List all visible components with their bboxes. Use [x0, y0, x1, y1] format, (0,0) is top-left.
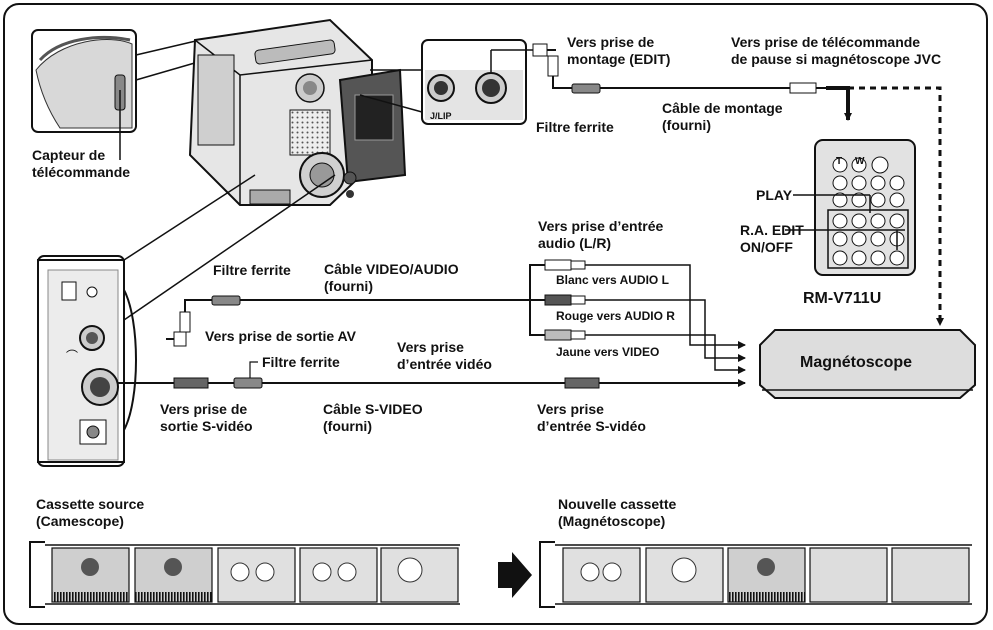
- s-video-output-label: Vers prise de sortie S-vidéo: [160, 401, 253, 434]
- tape-new: [539, 541, 972, 608]
- red-plug-label: Rouge vers AUDIO R: [556, 309, 675, 323]
- remote-sensor-label: Capteur de télécommande: [32, 147, 131, 180]
- edit-jack-closeup: [359, 39, 533, 125]
- ferrite-filter-sv-label: Filtre ferrite: [262, 354, 340, 370]
- av-output-label: Vers prise de sortie AV: [205, 328, 356, 344]
- ferrite-filter-av: [211, 295, 241, 306]
- s-video-input-label: Vers prise d’entrée S-vidéo: [537, 401, 646, 434]
- ra-edit-button-label: R.A. EDIT ON/OFF: [740, 222, 804, 255]
- source-tape-label: Cassette source (Camescope): [36, 496, 145, 529]
- t-button-label: T: [836, 156, 843, 167]
- ferrite-filter-sv: [233, 377, 263, 389]
- av-cable: [166, 259, 746, 374]
- diagram-frame: [3, 3, 988, 625]
- audio-input-label: Vers prise d’entrée audio (L/R): [538, 218, 664, 251]
- tape-source: [29, 541, 460, 608]
- edit-cable: [532, 43, 944, 326]
- pause-jack-label: Vers prise de télécommande de pause si m…: [731, 34, 942, 67]
- jlip-label: J/LIP: [430, 111, 452, 121]
- remote-model-label: RM-V711U: [803, 290, 882, 307]
- av-panel-closeup: ⌒: [37, 174, 336, 467]
- new-tape-label: Nouvelle cassette (Magnétoscope): [558, 496, 677, 529]
- remote-control: [785, 139, 916, 276]
- ferrite-filter-edit: [571, 83, 601, 94]
- edit-jack-label: Vers prise de montage (EDIT): [567, 34, 671, 67]
- video-input-label: Vers prise d’entrée vidéo: [397, 339, 492, 372]
- white-plug-label: Blanc vers AUDIO L: [556, 273, 669, 287]
- vcr-label: Magnétoscope: [800, 354, 913, 371]
- edit-cable-label: Câble de montage (fourni): [662, 100, 783, 133]
- s-video-cable: [118, 361, 746, 389]
- svg-text:⌒: ⌒: [66, 349, 78, 363]
- ferrite-filter-edit-label: Filtre ferrite: [536, 119, 614, 135]
- ferrite-filter-av-label: Filtre ferrite: [213, 262, 291, 278]
- remote-buttons: [832, 156, 905, 266]
- s-video-cable-label: Câble S-VIDEO (fourni): [323, 401, 423, 434]
- av-cable-label: Câble VIDEO/AUDIO (fourni): [324, 261, 459, 294]
- copy-arrow-icon: [498, 552, 532, 598]
- camcorder-illustration: [188, 18, 407, 206]
- yellow-plug-label: Jaune vers VIDEO: [556, 345, 660, 359]
- sensor-closeup: [31, 29, 206, 160]
- play-button-label: PLAY: [756, 187, 793, 203]
- vcr-illustration: [759, 329, 976, 399]
- w-button-label: W: [855, 156, 865, 167]
